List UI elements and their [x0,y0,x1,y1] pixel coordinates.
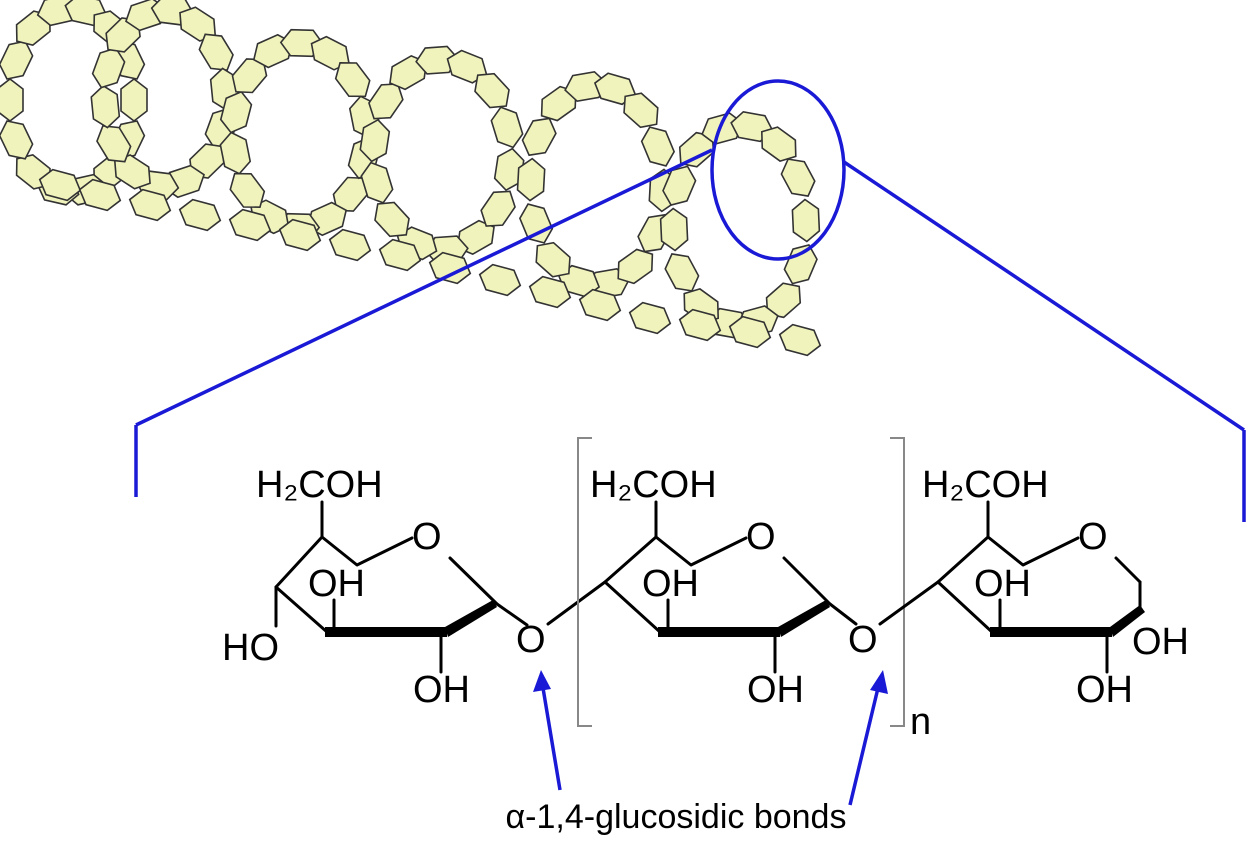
glucose-unit-glyph [791,198,821,243]
repeat-index-n: n [910,701,931,743]
zoom-line-left [135,148,713,427]
repeat-bracket-left [577,437,592,727]
c2-hydroxyl-label: OH [1076,669,1133,711]
ring-oxygen-label: O [1078,516,1108,558]
ring-oxygen-label: O [746,516,776,558]
glucose-unit-glyph [0,78,24,122]
glucose-unit-glyph [325,226,375,264]
amylose-helix [0,0,825,359]
arrow-head-1 [533,670,551,692]
zoom-line-right [843,160,1245,432]
c3-hydroxyl-label: OH [974,563,1031,605]
c2-hydroxyl-label: OH [413,669,470,711]
glucose-unit-glyph [475,261,525,299]
c2-hydroxyl-label: OH [747,669,804,711]
glycosidic-oxygen-2: O [848,619,878,661]
bond-caption: α-1,4-glucosidic bonds [506,798,847,836]
c3-hydroxyl-label: OH [308,563,365,605]
glucose-unit-glyph [775,321,825,359]
c1-hydroxyl-label: OH [1132,621,1189,663]
zoom-circle [710,79,846,261]
bond-arrows [533,670,888,806]
glucose-unit-glyph [625,299,675,337]
glucose-unit-1: H₂COH O OH HO OH [222,464,529,711]
glucose-unit-glyph [779,239,822,290]
structural-formula: H₂COH O OH HO OH O n H₂COH O OH OH [222,437,1189,743]
ch2oh-label: H₂COH [922,464,1049,506]
glucose-unit-2: H₂COH O OH OH [590,464,858,711]
glucose-unit-glyph [120,78,148,122]
glycosidic-oxygen-1: O [516,619,546,661]
c3-hydroxyl-label: OH [642,563,699,605]
glucose-unit-3: H₂COH O OH OH OH [922,464,1189,711]
glucose-unit-glyph [637,121,679,172]
repeat-bracket-right [890,437,905,727]
glucose-unit-glyph [175,196,225,234]
glucose-unit-glyph [487,102,527,152]
c4-hydroxyl-label: HO [222,627,279,669]
ch2oh-label: H₂COH [590,464,717,506]
glucose-unit-glyph [89,83,122,130]
arrow-bond-1 [541,687,562,791]
arrow-head-2 [870,670,888,694]
arrow-bond-2 [848,687,880,806]
ring-oxygen-label: O [412,516,442,558]
ch2oh-label: H₂COH [256,464,383,506]
